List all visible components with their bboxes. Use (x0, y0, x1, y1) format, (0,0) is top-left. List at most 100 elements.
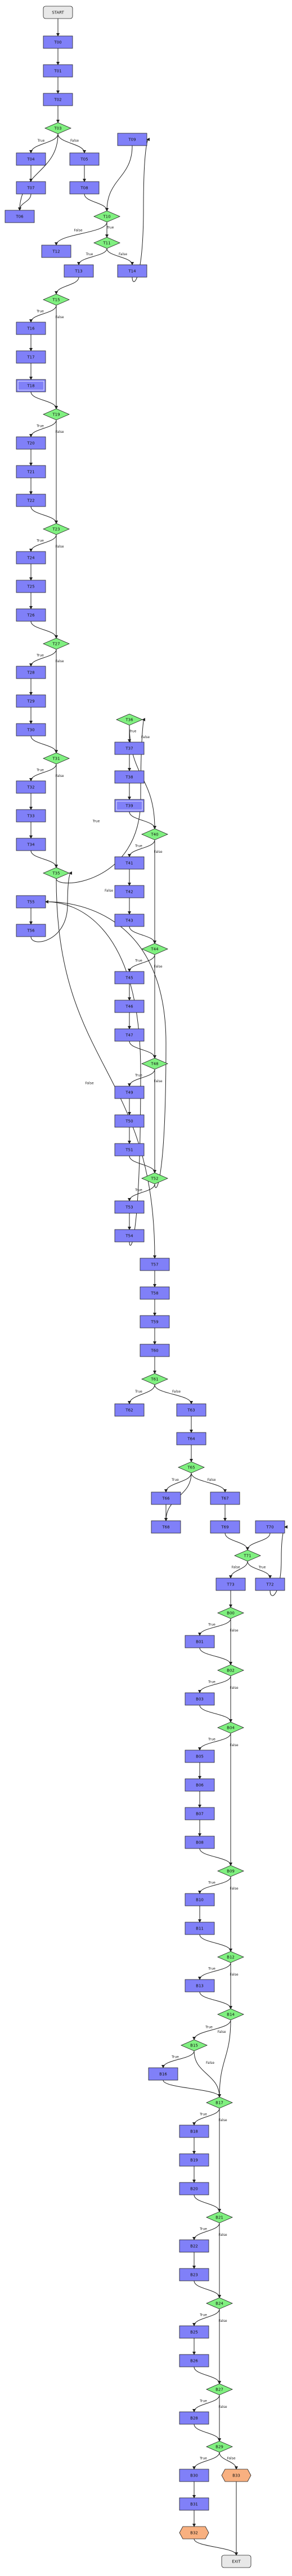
edge-T52-T55 (45, 900, 167, 1188)
node-label: B17 (215, 2101, 223, 2105)
node-t55: T55 (16, 895, 46, 909)
node-t21: T21 (16, 465, 46, 478)
node-b02: B02 (217, 1664, 245, 1676)
node-shape-process (117, 133, 147, 146)
edge-T35-T57 (56, 878, 156, 1259)
node-label: T33 (26, 814, 34, 819)
node-shape-process (16, 694, 46, 708)
node-label: B29 (215, 2445, 223, 2450)
node-label: T46 (125, 1005, 133, 1009)
node-shape-process (114, 770, 145, 784)
node-b21: B21 (205, 2211, 233, 2224)
edge-T71-T73 (229, 1561, 248, 1579)
node-shape-process (43, 35, 73, 49)
node-label: T07 (26, 186, 34, 191)
edge-T14-T09 (132, 137, 150, 282)
node-label: T68 (161, 1525, 169, 1530)
node-label: T72 (266, 1583, 273, 1587)
node-shape-process (185, 1807, 215, 1820)
node-label: T15 (52, 298, 60, 302)
node-shape-process (43, 64, 73, 78)
node-t73: T73 (215, 1578, 246, 1591)
node-label: T37 (125, 747, 133, 751)
edge-label: True (199, 2313, 207, 2317)
edge-B16-B17 (163, 2080, 221, 2098)
node-b26: B26 (179, 2354, 209, 2367)
node-label: T35 (52, 871, 60, 876)
node-t37: T37 (114, 742, 145, 755)
node-label: B19 (190, 2158, 198, 2163)
node-shape-process (114, 1086, 145, 1099)
node-label: B00 (227, 1611, 235, 1616)
node-label: B25 (190, 2330, 198, 2335)
node-t67: T67 (210, 1492, 240, 1505)
node-t30: T30 (16, 723, 46, 736)
node-label: T18 (26, 384, 34, 388)
edge-B21-B22 (192, 2222, 220, 2240)
node-t68: T68 (151, 1520, 181, 1534)
node-shape-process (16, 152, 46, 166)
node-shape-process (185, 1893, 215, 1906)
edge-T10-T12 (55, 222, 107, 246)
node-shape-decision (141, 828, 169, 840)
node-start: START (43, 6, 73, 19)
node-label: B10 (196, 1898, 204, 1902)
node-t65: T65 (177, 1461, 205, 1474)
edge-T70-T71 (246, 1533, 271, 1551)
node-shape-process (114, 1403, 145, 1417)
node-shape-process (114, 742, 145, 755)
edge-B29-B33 (219, 2452, 238, 2470)
edge-label: True (134, 844, 142, 848)
node-shape-terminal (221, 2555, 251, 2568)
node-label: B32 (190, 2531, 198, 2536)
node-shape-decision (177, 1461, 205, 1474)
edge-T65-T66 (164, 1472, 192, 1493)
edge-B04-B05 (198, 1733, 231, 1751)
node-label: T11 (102, 241, 110, 246)
node-shape-process (16, 436, 46, 450)
node-shape-process (185, 1750, 215, 1763)
node-label: B24 (215, 2302, 223, 2306)
node-t29: T29 (16, 694, 46, 708)
node-t06: T06 (5, 210, 35, 223)
node-label: T58 (150, 1291, 158, 1296)
edge-label: False (227, 2457, 235, 2461)
node-t36: T36 (115, 713, 143, 726)
node-shape-decision (42, 293, 70, 306)
node-shape-decision (217, 1607, 245, 1619)
node-t01: T01 (43, 64, 73, 78)
node-b16: B16 (148, 2067, 178, 2081)
node-b01: B01 (185, 1635, 215, 1648)
node-shape-decision (217, 2008, 245, 2021)
node-label: T49 (125, 1091, 133, 1095)
edge-label: True (134, 1188, 142, 1192)
node-shape-process (16, 924, 46, 937)
node-b12: B12 (217, 1951, 245, 1963)
node-b28: B28 (179, 2411, 209, 2425)
node-shape-process (114, 1114, 145, 1128)
edge-label: True (171, 2055, 179, 2059)
node-label: T14 (128, 269, 136, 274)
node-t45: T45 (114, 971, 145, 984)
node-label: T73 (226, 1583, 234, 1587)
node-shape-process (179, 2325, 209, 2339)
node-t03: T03 (44, 122, 72, 134)
node-b05: B05 (185, 1750, 215, 1763)
node-shape-decision (42, 752, 70, 765)
node-shape-process (16, 494, 46, 507)
node-shape-process (16, 465, 46, 478)
node-label: T54 (125, 1234, 133, 1239)
node-label: T43 (125, 919, 133, 923)
node-t32: T32 (16, 780, 46, 794)
edge-T03-T05 (57, 133, 86, 153)
edge-label: True (36, 769, 44, 772)
node-t25: T25 (16, 580, 46, 593)
node-label: T62 (125, 1408, 133, 1413)
node-t28: T28 (16, 666, 46, 679)
edge-B01-B02 (199, 1647, 232, 1665)
node-label: T60 (150, 1349, 158, 1353)
edge-label: True (36, 539, 44, 543)
